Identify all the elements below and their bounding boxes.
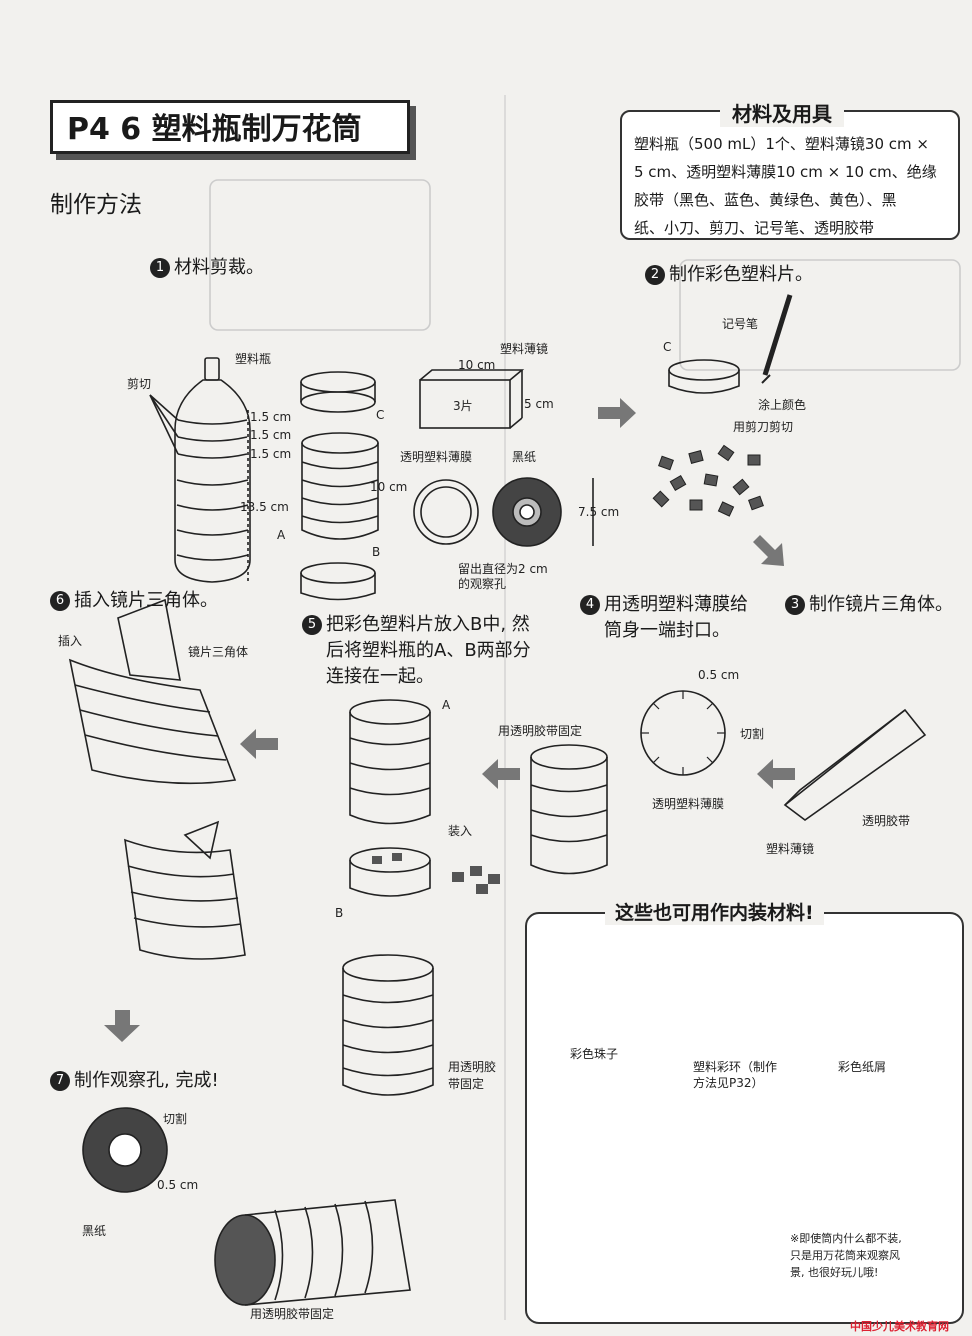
- materials-line-2: 5 cm、透明塑料薄膜10 cm × 10 cm、绝缘: [634, 163, 937, 181]
- label-film-2: 透明塑料薄膜: [652, 797, 725, 811]
- label-b: B: [372, 545, 381, 559]
- label-a: A: [277, 528, 286, 542]
- label-dim-1: 1.5 cm: [250, 410, 292, 424]
- label-b-2: B: [335, 906, 344, 920]
- label-black-paper-2: 黑纸: [82, 1224, 107, 1238]
- site-logo: 中国少儿美术教育网: [850, 1320, 949, 1333]
- label-cut-2: 切割: [740, 727, 765, 741]
- label-dim-4: 13.5 cm: [240, 500, 289, 514]
- label-cut: 剪切: [127, 377, 152, 391]
- label-bottle: 塑料瓶: [235, 352, 272, 366]
- label-insert: 插入: [58, 634, 83, 648]
- label-tape-fix: 用透明胶带固定: [498, 724, 583, 738]
- label-c: C: [376, 408, 385, 422]
- label-scissor-cut: 用剪刀剪切: [733, 420, 794, 434]
- label-0-5cm-b: 0.5 cm: [157, 1178, 199, 1192]
- label-tape-fix-3: 用透明胶带固定: [250, 1307, 335, 1321]
- label-a-2: A: [442, 698, 451, 712]
- label-clear-tape: 透明胶带: [862, 814, 911, 828]
- materials-line-1: 塑料瓶（500 mL）1个、塑料薄镜30 cm ×: [634, 135, 929, 153]
- label-mirror-2: 塑料薄镜: [766, 842, 815, 856]
- alt-materials-title: 这些也可用作内装材料!: [605, 898, 824, 925]
- note-line-2: 只是用万花筒来观察风: [790, 1249, 900, 1262]
- materials-line-4: 纸、小刀、剪刀、记号笔、透明胶带: [634, 219, 875, 237]
- label-3-pieces: 3片: [453, 399, 473, 413]
- label-hole-2: 的观察孔: [458, 577, 507, 591]
- label-paper-confetti: 彩色纸屑: [838, 1060, 887, 1074]
- label-paint: 涂上颜色: [758, 398, 807, 412]
- label-cut-3: 切割: [163, 1112, 188, 1126]
- label-hole-1: 留出直径为2 cm: [458, 562, 548, 576]
- label-c-2: C: [663, 340, 672, 354]
- label-rings-2: 方法见P32）: [693, 1076, 764, 1090]
- label-marker: 记号笔: [722, 317, 759, 331]
- bottle-drawing: [149, 357, 251, 583]
- alt-materials-box: [525, 912, 964, 1324]
- label-dia-7-5: 7.5 cm: [578, 505, 620, 519]
- label-mirror-triangle: 镜片三角体: [188, 645, 249, 659]
- label-tape-fix-2a: 用透明胶: [448, 1060, 497, 1074]
- label-rings-1: 塑料彩环（制作: [693, 1060, 778, 1074]
- materials-box: 塑料瓶（500 mL）1个、塑料薄镜30 cm × 5 cm、透明塑料薄膜10 …: [620, 110, 960, 240]
- note-line-3: 景, 也很好玩儿哦!: [790, 1266, 879, 1279]
- page-title: P4 6 塑料瓶制万花筒: [50, 100, 410, 154]
- label-black-paper: 黑纸: [512, 450, 537, 464]
- label-dim-2: 1.5 cm: [250, 428, 292, 442]
- materials-title: 材料及用具: [720, 98, 844, 127]
- label-tape-fix-2b: 带固定: [448, 1077, 485, 1091]
- label-width-10: 10 cm: [458, 358, 496, 372]
- label-height-5: 5 cm: [524, 397, 554, 411]
- label-beads: 彩色珠子: [570, 1047, 619, 1061]
- label-film: 透明塑料薄膜: [400, 450, 473, 464]
- note-line-1: ※即使筒内什么都不装,: [790, 1232, 902, 1245]
- label-height-10: 10 cm: [370, 480, 408, 494]
- label-dim-3: 1.5 cm: [250, 447, 292, 461]
- section-method-heading: 制作方法: [50, 192, 142, 218]
- label-mirror: 塑料薄镜: [500, 342, 549, 356]
- label-put-in: 装入: [448, 824, 473, 838]
- label-0-5cm: 0.5 cm: [698, 668, 740, 682]
- materials-line-3: 胶带（黑色、蓝色、黄绿色、黄色）、黑: [634, 191, 897, 209]
